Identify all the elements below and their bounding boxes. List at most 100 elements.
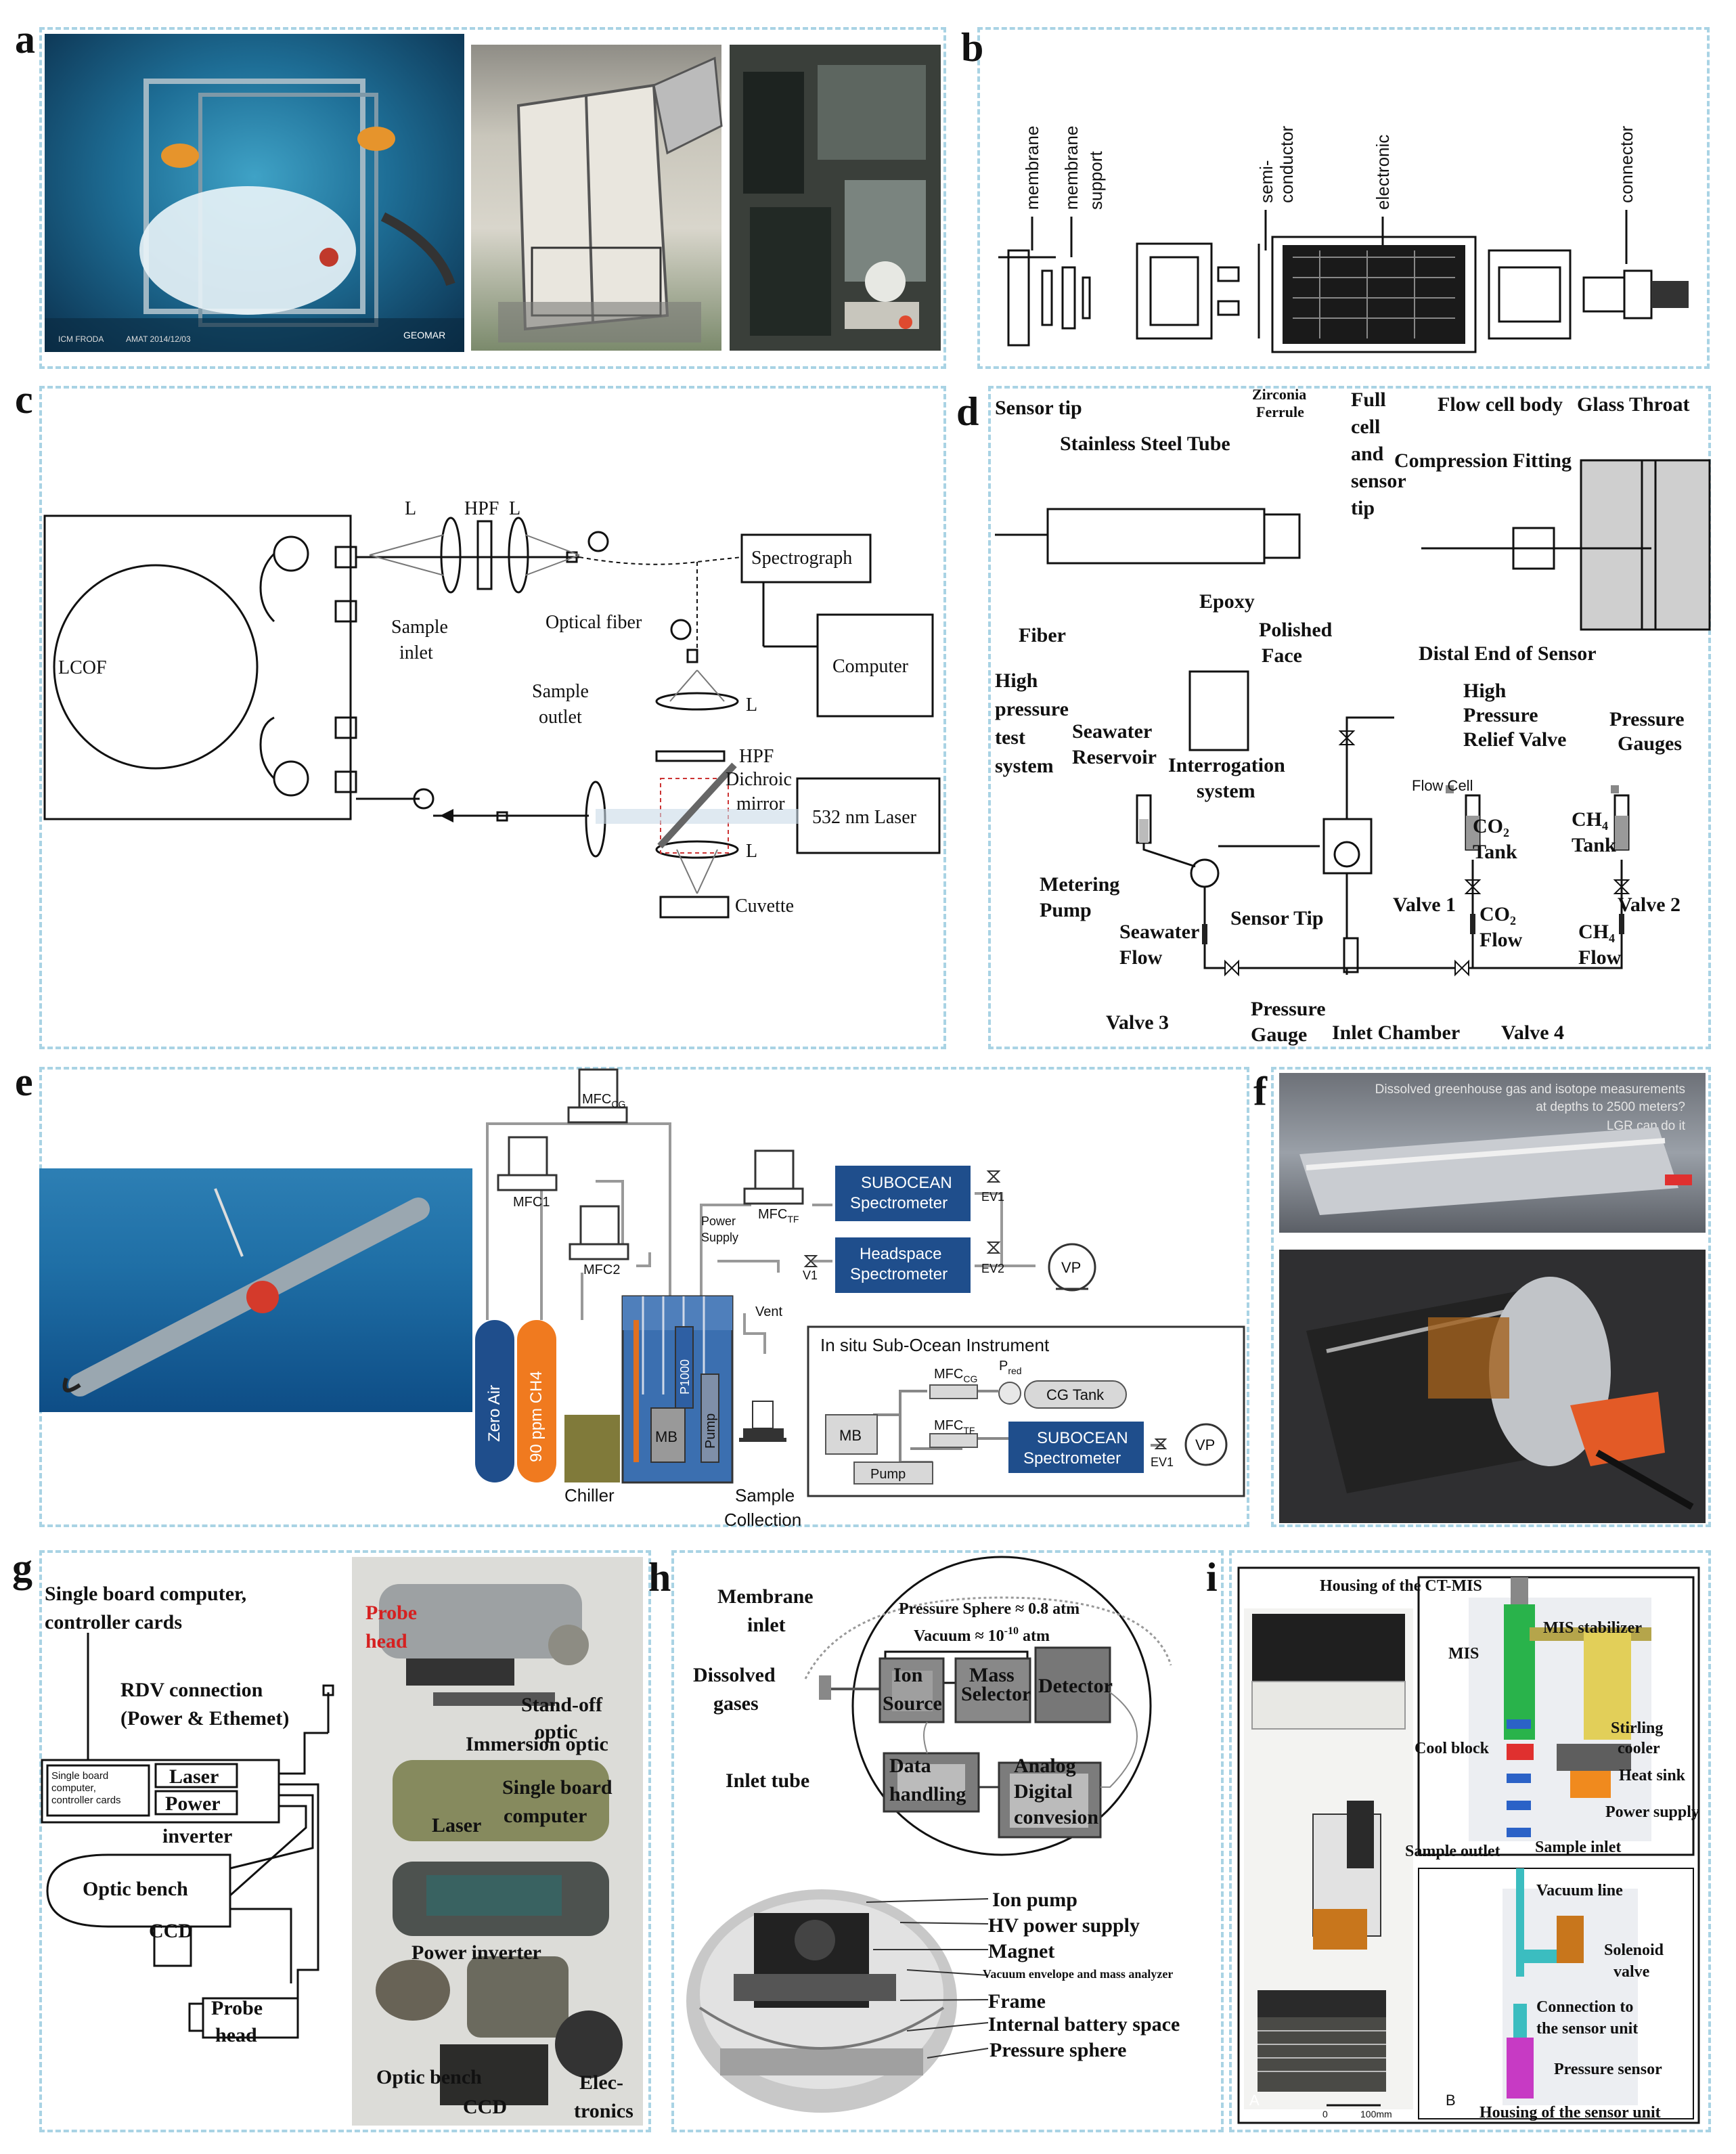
g-photo-elec: Elec-tronics xyxy=(574,2071,633,2122)
f-caption-2: at depths to 2500 meters? xyxy=(1536,1100,1685,1114)
h-vac-env: Vacuum envelope and mass analyzer xyxy=(983,1967,1173,1981)
h-magnet: Magnet xyxy=(988,1940,1054,1962)
e-vp: VP xyxy=(1061,1259,1081,1276)
h-pressure-sphere: Pressure sphere xyxy=(989,2039,1127,2061)
e-insitu-vp: VP xyxy=(1195,1436,1215,1453)
h-pressure-sphere-atm: Pressure Sphere ≈ 0.8 atm xyxy=(899,1600,1080,1618)
i-sample-outlet: Sample outlet xyxy=(1405,1843,1500,1860)
i-cool-block: Cool block xyxy=(1415,1740,1490,1757)
e-insitu-ev1: EV1 xyxy=(1151,1455,1174,1469)
panel-label-a: a xyxy=(15,17,35,62)
g-photo-laser: Laser xyxy=(432,1814,481,1837)
c-optical-fiber: Optical fiber xyxy=(546,612,642,633)
e-chiller: Chiller xyxy=(564,1485,615,1505)
c-hpf1: HPF xyxy=(464,498,499,519)
panel-label-g: g xyxy=(12,1545,32,1590)
e-ev2: EV2 xyxy=(981,1262,1004,1275)
panel-i xyxy=(1229,1550,1711,2132)
e-insitu-mfctf: MFCTF xyxy=(934,1418,975,1436)
d-distal: Distal End of Sensor xyxy=(1419,642,1597,665)
panel-h xyxy=(671,1550,1224,2132)
g-photo-ccd: CCD xyxy=(463,2096,507,2118)
f-caption-1: Dissolved greenhouse gas and isotope mea… xyxy=(1375,1082,1685,1097)
d-epoxy: Epoxy xyxy=(1199,590,1255,613)
e-ev1: EV1 xyxy=(981,1190,1004,1204)
d-valve4: Valve 4 xyxy=(1501,1021,1564,1044)
g-rdv: RDV connection(Power & Ethemet) xyxy=(120,1679,289,1730)
d-glass-throat: Glass Throat xyxy=(1577,393,1689,416)
c-l4: L xyxy=(746,841,757,862)
c-l1: L xyxy=(405,498,416,519)
h-frame: Frame xyxy=(988,1990,1046,2013)
i-scale-zero: 0 xyxy=(1322,2109,1328,2119)
h-battery: Internal battery space xyxy=(988,2013,1180,2036)
d-valve1: Valve 1 xyxy=(1393,894,1456,916)
e-pump: Pump xyxy=(703,1413,718,1449)
panel-label-b: b xyxy=(961,25,984,70)
e-ppm-ch4: 90 ppm CH4 xyxy=(527,1371,546,1462)
e-mb: MB xyxy=(655,1428,677,1445)
i-heat-sink: Heat sink xyxy=(1619,1767,1686,1784)
geomar-logo-text: GEOMAR xyxy=(403,330,445,340)
part-conductor: conductor xyxy=(1276,125,1297,203)
i-label-b: B xyxy=(1446,2092,1456,2109)
d-sensor-tip: Sensor tip xyxy=(995,397,1082,419)
c-hpf2: HPF xyxy=(739,746,774,767)
panel-label-d: d xyxy=(956,389,979,434)
photo-e-underwater-instrument xyxy=(39,1168,472,1412)
panel-b xyxy=(977,27,1710,369)
i-housing-sensor: Housing of the sensor unit xyxy=(1479,2104,1661,2122)
panel-d xyxy=(988,386,1711,1049)
h-detector: Detector xyxy=(1038,1675,1113,1697)
i-scale: 100mm xyxy=(1360,2109,1392,2119)
i-power-supply: Power supply xyxy=(1605,1803,1699,1821)
e-cg-tank: CG Tank xyxy=(1046,1386,1105,1403)
part-support: support xyxy=(1086,151,1106,210)
e-zero-air: Zero Air xyxy=(485,1385,504,1442)
e-insitu-mb: MB xyxy=(839,1427,862,1444)
part-connector: connector xyxy=(1616,125,1637,203)
h-hv: HV power supply xyxy=(988,1914,1140,1937)
e-insitu-pump: Pump xyxy=(870,1467,906,1482)
photo-a-frame-on-deck xyxy=(471,45,723,351)
d-fiber: Fiber xyxy=(1019,624,1066,646)
d-valve2: Valve 2 xyxy=(1618,894,1681,916)
e-v1: V1 xyxy=(803,1269,818,1282)
g-inverter: inverter xyxy=(162,1825,232,1847)
g-sbc: Single board computer,controller cards xyxy=(45,1583,246,1633)
c-laser: 532 nm Laser xyxy=(812,807,917,828)
i-housing-ct: Housing of the CT-MIS xyxy=(1320,1577,1482,1595)
e-vent: Vent xyxy=(755,1304,782,1319)
panel-label-e: e xyxy=(15,1059,33,1104)
g-laser: Laser xyxy=(169,1765,219,1788)
subocean-box xyxy=(835,1166,971,1221)
panel-label-i: i xyxy=(1206,1555,1218,1600)
g-photo-optic: Optic bench xyxy=(376,2066,482,2088)
panel-g xyxy=(39,1550,651,2132)
i-mis: MIS xyxy=(1448,1645,1479,1663)
i-vacuum-line: Vacuum line xyxy=(1536,1882,1623,1899)
